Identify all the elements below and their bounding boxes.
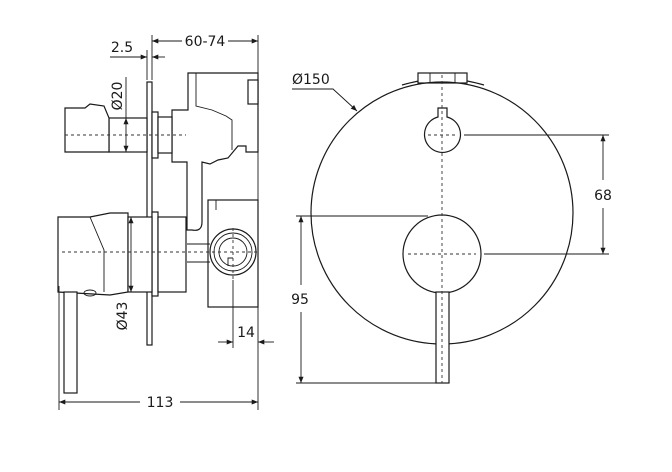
dim-diverter-diameter: Ø20 bbox=[110, 77, 129, 152]
label-depth-range: 60-74 bbox=[185, 34, 226, 50]
label-overall-depth: 113 bbox=[147, 395, 174, 411]
front-view: Ø150 68 95 bbox=[291, 72, 612, 384]
dim-outlet-offset: 14 bbox=[218, 280, 274, 348]
mixer-lever bbox=[63, 291, 78, 394]
dim-knob-spacing: 68 bbox=[464, 134, 612, 255]
mixer-handle-body bbox=[57, 212, 129, 296]
mixer-sleeve bbox=[157, 216, 187, 293]
label-handle-diameter: Ø43 bbox=[115, 302, 131, 331]
side-view: 60-74 2.5 Ø20 Ø43 14 1 bbox=[57, 34, 274, 411]
dim-plate-diameter: Ø150 bbox=[292, 72, 358, 112]
label-mixer-height: 95 bbox=[291, 292, 309, 308]
diverter-handle bbox=[64, 103, 110, 153]
dim-handle-diameter: Ø43 bbox=[115, 217, 134, 331]
dim-plate-thickness: 2.5 bbox=[110, 40, 165, 80]
label-knob-spacing: 68 bbox=[594, 188, 612, 204]
label-plate-thickness: 2.5 bbox=[111, 40, 133, 56]
cover-plate bbox=[146, 81, 153, 346]
mixer-lever-front bbox=[435, 291, 450, 384]
top-cap bbox=[417, 72, 468, 84]
mixer-flange bbox=[151, 211, 159, 297]
dim-depth-range: 60-74 bbox=[151, 34, 259, 410]
mixer-handle-collar bbox=[127, 216, 153, 293]
dim-mixer-height: 95 bbox=[291, 215, 436, 384]
label-diverter-diameter: Ø20 bbox=[110, 82, 126, 111]
label-plate-diameter: Ø150 bbox=[292, 72, 330, 88]
dim-overall-depth: 113 bbox=[58, 286, 258, 411]
diverter-knob bbox=[423, 107, 462, 154]
label-outlet-offset: 14 bbox=[237, 325, 255, 341]
